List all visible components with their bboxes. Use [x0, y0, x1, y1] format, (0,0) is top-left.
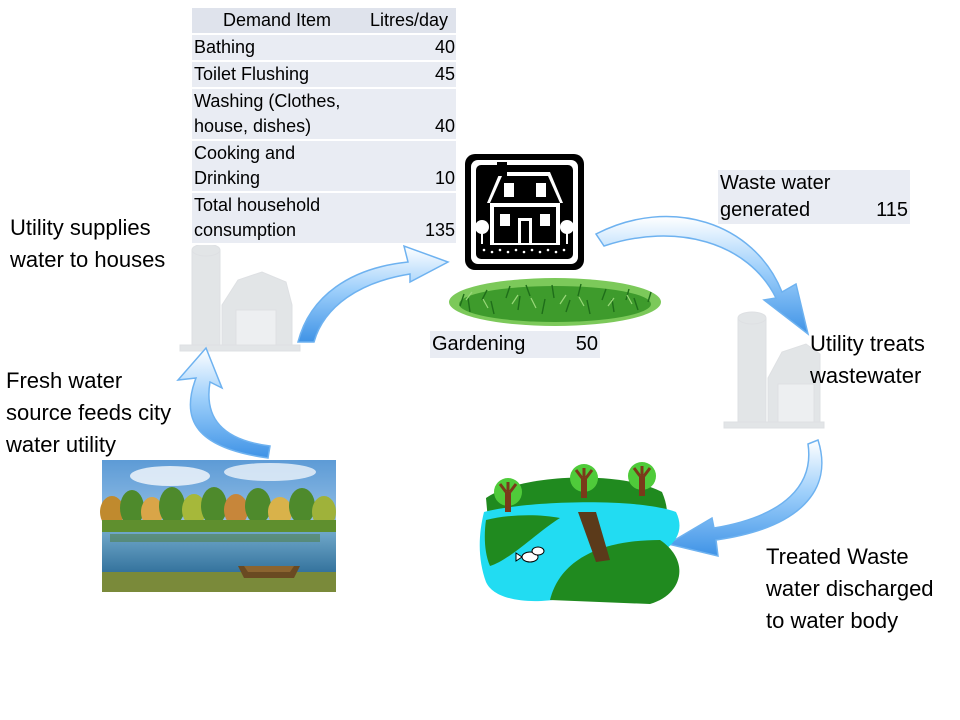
- arrow-lake-to-utility: [176, 346, 271, 459]
- table-row: Washing (Clothes, house, dishes) 40: [192, 88, 456, 141]
- label-utility-supplies: Utility supplies water to houses: [10, 215, 166, 272]
- arrow-house-to-treatment: [594, 215, 810, 336]
- row-value: 10: [361, 140, 456, 193]
- utility-plant-right-icon: [723, 311, 825, 429]
- grass-icon: [449, 278, 661, 326]
- fish-icon: [515, 546, 545, 563]
- table-row: Total household consumption 135: [192, 192, 456, 245]
- table-header-row: Demand Item Litres/day: [192, 8, 456, 35]
- row-value: 40: [361, 34, 456, 62]
- gardening-box: Gardening 50: [430, 331, 600, 358]
- table-row: Toilet Flushing 45: [192, 61, 456, 89]
- header-demand-item: Demand Item: [192, 8, 361, 35]
- row-item: Cooking and Drinking: [192, 140, 361, 193]
- header-litres-per-day: Litres/day: [361, 8, 456, 35]
- house-icon: [465, 154, 584, 270]
- row-value: 40: [361, 88, 456, 141]
- tree-icon: [494, 462, 656, 512]
- arrow-treatment-to-waterbody: [666, 439, 823, 557]
- row-value: 45: [361, 61, 456, 89]
- utility-plant-left-icon: [179, 243, 301, 352]
- waste-water-label: Waste water generated: [718, 170, 846, 224]
- label-utility-treats: Utility treats wastewater: [810, 331, 925, 388]
- water-body-icon: [479, 462, 680, 604]
- waste-water-box: Waste water generated 115: [718, 170, 910, 224]
- table-row: Cooking and Drinking 10: [192, 140, 456, 193]
- demand-table: Demand Item Litres/day Bathing 40 Toilet…: [192, 8, 456, 245]
- lake-picture: [100, 460, 336, 592]
- gardening-label: Gardening: [430, 331, 538, 358]
- row-item: Washing (Clothes, house, dishes): [192, 88, 361, 141]
- table-row: Bathing 40: [192, 34, 456, 62]
- gardening-value: 50: [538, 331, 600, 358]
- waste-water-value: 115: [846, 170, 910, 224]
- label-fresh-water: Fresh water source feeds city water util…: [6, 368, 172, 457]
- row-value: 135: [361, 192, 456, 245]
- row-item: Total household consumption: [192, 192, 361, 245]
- row-item: Bathing: [192, 34, 361, 62]
- arrow-utility-to-house: [297, 244, 450, 343]
- row-item: Toilet Flushing: [192, 61, 361, 89]
- label-treated-discharge: Treated Waste water discharged to water …: [766, 544, 934, 633]
